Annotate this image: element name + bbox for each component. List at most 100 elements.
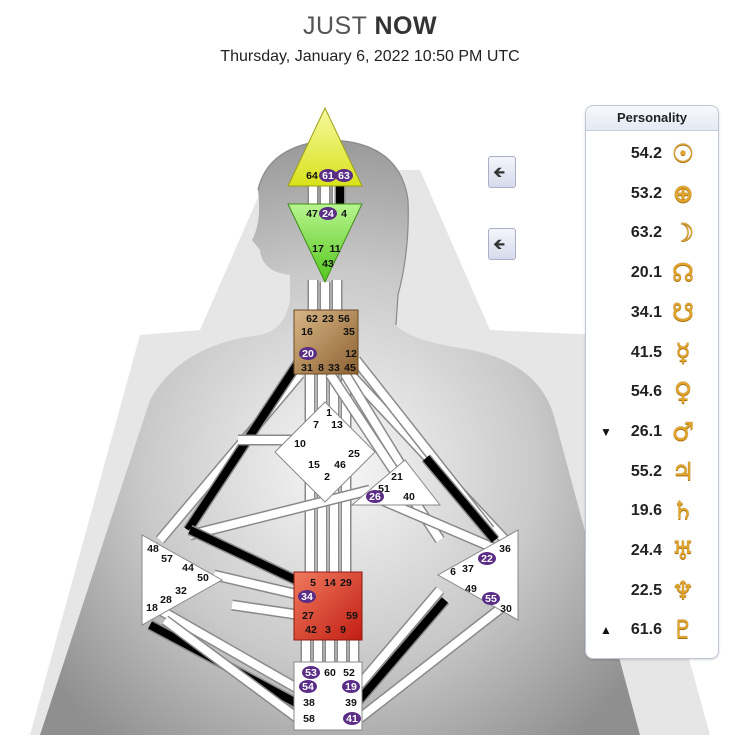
- gate-47[interactable]: 47: [306, 208, 318, 220]
- svg-text:56: 56: [338, 313, 350, 325]
- gate-46[interactable]: 46: [334, 459, 346, 471]
- gate-20[interactable]: 20: [299, 347, 317, 360]
- gate-62[interactable]: 62: [306, 313, 318, 325]
- gate-19[interactable]: 19: [342, 680, 360, 693]
- gate-56[interactable]: 56: [338, 313, 350, 325]
- svg-text:34: 34: [301, 591, 313, 603]
- gate-38[interactable]: 38: [303, 697, 315, 709]
- gate-22[interactable]: 22: [478, 552, 496, 565]
- gate-39[interactable]: 39: [345, 697, 357, 709]
- gate-13[interactable]: 13: [331, 419, 343, 431]
- gate-14[interactable]: 14: [324, 577, 336, 589]
- svg-text:63: 63: [338, 170, 350, 182]
- gate-7[interactable]: 7: [313, 419, 319, 431]
- gate-17[interactable]: 17: [312, 243, 324, 255]
- gate-43[interactable]: 43: [322, 258, 334, 270]
- planet-row[interactable]: 63.2☽: [586, 217, 718, 249]
- gate-29[interactable]: 29: [340, 577, 352, 589]
- gate-60[interactable]: 60: [324, 667, 336, 679]
- gate-59[interactable]: 59: [346, 610, 358, 622]
- gate-61[interactable]: 61: [319, 169, 337, 182]
- planet-row[interactable]: ▼26.1♂: [586, 416, 718, 448]
- gate-31[interactable]: 31: [301, 362, 313, 374]
- planet-row[interactable]: 54.2☉: [586, 138, 718, 170]
- gate-15[interactable]: 15: [308, 459, 320, 471]
- gate-40[interactable]: 40: [403, 491, 415, 503]
- planet-row[interactable]: 34.1☋: [586, 297, 718, 329]
- planet-row[interactable]: 19.6♄: [586, 495, 718, 527]
- planet-row[interactable]: 24.4♅: [586, 535, 718, 567]
- gate-9[interactable]: 9: [340, 624, 346, 636]
- north-node-icon: ☊: [671, 258, 695, 288]
- gate-42[interactable]: 42: [305, 624, 317, 636]
- svg-text:9: 9: [340, 624, 346, 636]
- gate-12[interactable]: 12: [345, 348, 357, 360]
- svg-text:5: 5: [310, 577, 316, 589]
- svg-text:12: 12: [345, 348, 357, 360]
- planet-row[interactable]: 41.5☿: [586, 337, 718, 369]
- gate-3[interactable]: 3: [325, 624, 331, 636]
- gate-45[interactable]: 45: [344, 362, 356, 374]
- gate-8[interactable]: 8: [318, 362, 324, 374]
- date-display: Thursday, January 6, 2022 10:50 PM UTC: [220, 48, 520, 65]
- channel: [231, 599, 301, 621]
- gate-44[interactable]: 44: [182, 562, 194, 574]
- gate-line-value: 61.6: [630, 621, 662, 639]
- gate-48[interactable]: 48: [147, 543, 159, 555]
- gate-33[interactable]: 33: [328, 362, 340, 374]
- prev-button-2[interactable]: 🡸: [488, 228, 516, 260]
- gate-51[interactable]: 51: [378, 483, 390, 495]
- gate-11[interactable]: 11: [329, 243, 340, 255]
- channel: [421, 454, 500, 544]
- planet-row[interactable]: 22.5♆: [586, 575, 718, 607]
- gate-18[interactable]: 18: [146, 602, 158, 614]
- gate-4[interactable]: 4: [341, 208, 347, 220]
- svg-text:22: 22: [481, 553, 493, 565]
- gate-24[interactable]: 24: [319, 207, 337, 220]
- sacral-center: [293, 571, 363, 641]
- gate-1[interactable]: 1: [326, 407, 332, 419]
- gate-2[interactable]: 2: [324, 471, 330, 483]
- gate-30[interactable]: 30: [500, 603, 512, 615]
- planet-row[interactable]: 55.2♃: [586, 456, 718, 488]
- gate-37[interactable]: 37: [462, 563, 474, 575]
- gate-21[interactable]: 21: [391, 471, 403, 483]
- earth-icon: ⊕: [672, 178, 694, 208]
- planet-row[interactable]: 54.6♀: [586, 376, 718, 408]
- gate-25[interactable]: 25: [348, 448, 360, 460]
- gate-32[interactable]: 32: [175, 585, 187, 597]
- sun-icon: ☉: [671, 139, 695, 168]
- planet-row[interactable]: 53.2⊕: [586, 178, 718, 210]
- channel: [350, 586, 445, 694]
- gate-28[interactable]: 28: [160, 594, 172, 606]
- gate-58[interactable]: 58: [303, 713, 315, 725]
- gate-49[interactable]: 49: [465, 583, 477, 595]
- gate-26[interactable]: 26: [366, 490, 384, 503]
- back-arrow-icon: 🡸: [493, 164, 506, 181]
- planet-row[interactable]: 20.1☊: [586, 257, 718, 289]
- prev-button[interactable]: 🡸: [488, 156, 516, 188]
- gate-10[interactable]: 10: [294, 438, 306, 450]
- gate-41[interactable]: 41: [343, 712, 361, 725]
- gate-63[interactable]: 63: [335, 169, 353, 182]
- channel: [350, 596, 450, 709]
- gate-55[interactable]: 55: [482, 592, 500, 605]
- gate-23[interactable]: 23: [322, 313, 334, 325]
- gate-35[interactable]: 35: [343, 326, 355, 338]
- gate-5[interactable]: 5: [310, 577, 316, 589]
- gate-53[interactable]: 53: [302, 666, 320, 679]
- gate-50[interactable]: 50: [197, 572, 209, 584]
- gate-36[interactable]: 36: [499, 543, 511, 555]
- mars-icon: ♂: [671, 416, 695, 446]
- gate-27[interactable]: 27: [302, 610, 314, 622]
- gate-34[interactable]: 34: [298, 590, 316, 603]
- gate-54[interactable]: 54: [299, 680, 317, 693]
- planet-row[interactable]: ▲61.6♇: [586, 614, 718, 646]
- gate-52[interactable]: 52: [343, 667, 355, 679]
- gate-16[interactable]: 16: [301, 326, 313, 338]
- gate-57[interactable]: 57: [161, 553, 173, 565]
- gate-64[interactable]: 64: [306, 170, 318, 182]
- channel: [188, 484, 372, 541]
- gate-6[interactable]: 6: [450, 566, 456, 578]
- svg-text:48: 48: [147, 543, 159, 555]
